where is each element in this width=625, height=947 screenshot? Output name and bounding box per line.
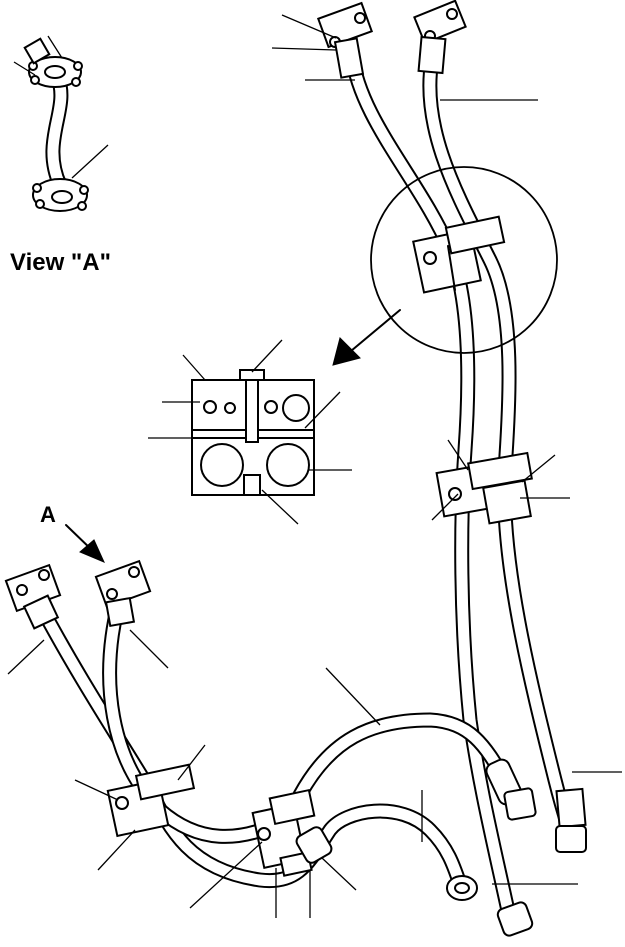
view-a-top-flange <box>23 37 83 88</box>
leader-line <box>271 47 337 51</box>
bottom-center-fitting <box>446 875 478 901</box>
leader-line <box>47 35 63 59</box>
view-a-inset <box>13 35 109 212</box>
leader-line <box>177 744 206 781</box>
leader-line <box>189 841 263 909</box>
leader-line <box>281 14 337 39</box>
leader-line <box>321 857 357 891</box>
clamp-detail-view <box>148 339 352 525</box>
view-a-arrow-letter: A <box>40 502 56 527</box>
center-clamp <box>251 788 316 877</box>
lower-elbow-fitting <box>485 758 537 821</box>
leader-line <box>431 493 459 521</box>
lower-right-fitting-a <box>555 787 587 853</box>
lower-right-top-fitting <box>94 559 152 628</box>
leader-line <box>182 354 206 381</box>
leader-line <box>447 439 469 471</box>
leader-line <box>74 779 119 801</box>
upper-clamp <box>412 215 506 294</box>
leader-line <box>71 144 109 179</box>
lower-left-fitting <box>4 563 62 630</box>
leader-line <box>7 639 45 675</box>
leader-line <box>129 629 169 669</box>
view-a-arrow: A <box>40 502 105 563</box>
leader-line <box>97 829 136 871</box>
leader-line <box>521 454 556 483</box>
leader-line <box>304 391 341 429</box>
top-left-fitting <box>316 1 374 79</box>
lower-right-fitting-b <box>496 901 534 937</box>
middle-clamp <box>435 451 533 525</box>
leader-line <box>325 667 381 726</box>
lower-hose-assembly <box>4 559 537 918</box>
leader-line <box>261 489 299 525</box>
leader-line <box>251 339 283 373</box>
detail-magnifier-circle <box>370 166 558 354</box>
detail-arrow <box>332 309 401 366</box>
upper-hose-pair <box>271 0 622 937</box>
leader-line <box>13 61 36 76</box>
view-a-caption: View "A" <box>10 249 111 276</box>
detail-bolt <box>245 371 259 443</box>
lower-left-clamp <box>106 763 196 838</box>
center-end-fitting <box>295 826 333 864</box>
view-a-bottom-flange <box>32 178 89 212</box>
top-right-fitting <box>413 0 467 75</box>
